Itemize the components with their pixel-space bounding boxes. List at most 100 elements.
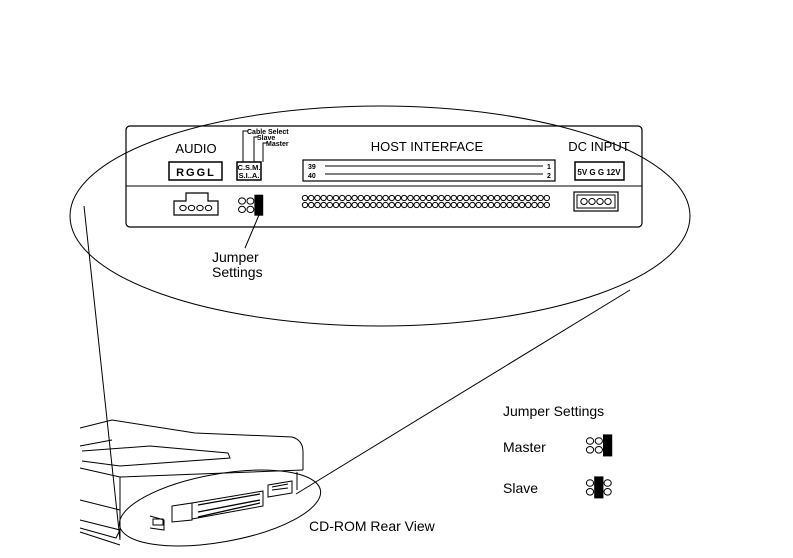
dc-pin-label-box: [574, 161, 625, 181]
dc-input-title: DC INPUT: [568, 139, 629, 154]
jumper-pointer-label-2: Settings: [212, 264, 263, 280]
leader-cable-select: [242, 130, 248, 162]
jumper-cap: [594, 476, 604, 499]
host-pin-hole: [314, 194, 321, 202]
audio-pin-hole: [179, 204, 187, 212]
jumper-block: C.S.M. S.I..A. Cable Select Slave Master…: [212, 129, 289, 280]
host-pin-hole: [363, 201, 371, 209]
host-pin-hole: [357, 201, 364, 209]
audio-pin-hole: [187, 204, 196, 212]
host-interface-pins: [301, 194, 550, 209]
dc-pin-hole: [604, 198, 612, 205]
dc-pin-hole: [580, 198, 588, 205]
jumper-pin: [585, 446, 595, 454]
host-pin-hole: [500, 194, 507, 202]
host-pin-hole: [506, 194, 513, 202]
audio-title: AUDIO: [175, 141, 216, 156]
host-pin-hole: [506, 201, 513, 209]
jumper-pin: [603, 479, 612, 487]
audio-section: AUDIO RGGL: [168, 141, 223, 216]
legend-title: Jumper Settings: [503, 403, 604, 419]
host-pin-hole: [301, 194, 309, 202]
callout-jumper-pins: [238, 194, 264, 216]
host-pin-hole: [512, 201, 519, 209]
host-pin-hole: [308, 194, 315, 202]
leader-label-cable-select: Cable Select: [247, 129, 289, 136]
host-pin-hole: [419, 194, 426, 202]
dc-connector-outer: [573, 191, 619, 212]
jumper-pin: [238, 197, 246, 205]
audio-connector-pins: [179, 204, 213, 212]
jumper-pin: [238, 205, 246, 214]
host-pin-hole: [345, 201, 352, 209]
jumper-pin: [246, 205, 255, 214]
host-pin-hole: [444, 201, 451, 209]
host-pin-hole: [432, 201, 439, 209]
host-pin-hole: [444, 194, 451, 202]
legend-label-slave: Slave: [503, 480, 538, 496]
host-pin-hole: [419, 201, 426, 209]
host-pin-hole: [376, 194, 383, 202]
jumper-bottom-row: S.I..A.: [239, 171, 260, 180]
host-pin-hole: [382, 201, 389, 209]
leader-label-slave: Slave: [257, 135, 275, 142]
host-pin-1: 1: [547, 164, 551, 171]
host-pin-hole: [543, 201, 550, 209]
jumper-label-box: [236, 161, 262, 181]
dc-pins: 5V G G 12V: [577, 168, 621, 177]
host-pin-39: 39: [308, 164, 316, 171]
host-pin-hole: [518, 201, 526, 209]
audio-pin-hole: [196, 204, 204, 212]
host-pin-hole: [382, 194, 389, 202]
host-pin-hole: [543, 194, 550, 202]
host-pin-hole: [469, 194, 476, 202]
host-pin-hole: [525, 194, 532, 202]
jumper-cap: [602, 434, 613, 457]
host-pin-hole: [401, 201, 408, 209]
host-pin-hole: [475, 201, 482, 209]
host-pin-hole: [413, 194, 420, 202]
host-pin-hole: [407, 194, 414, 202]
host-pin-hole: [401, 194, 408, 202]
jumper-pin: [594, 437, 603, 445]
audio-pin-label-box: [168, 161, 223, 181]
host-pin-hole: [301, 201, 309, 209]
projection-line-left: [83, 205, 121, 541]
jumper-pin: [585, 488, 595, 496]
host-pin-hole: [481, 194, 488, 202]
host-pin-hole: [351, 201, 358, 209]
jumper-pin: [585, 437, 595, 445]
host-pin-hole: [332, 201, 340, 209]
host-pin-hole: [500, 201, 507, 209]
host-pin-hole: [456, 201, 464, 209]
legend-label-master: Master: [503, 439, 546, 455]
host-pin-hole: [351, 194, 358, 202]
host-pin-2: 2: [547, 173, 551, 180]
host-pin-hole: [512, 194, 519, 202]
host-pin-hole: [531, 194, 538, 202]
host-pin-hole: [370, 201, 377, 209]
host-pin-hole: [413, 201, 420, 209]
jumper-top-row: C.S.M.: [238, 163, 261, 172]
magnifier-ellipse: [69, 105, 691, 327]
host-pin-label-box: [302, 159, 556, 182]
host-pin-hole: [463, 194, 470, 202]
host-pin-hole: [339, 201, 346, 209]
leader-label-master: Master: [266, 141, 289, 148]
host-pin-hole: [332, 194, 340, 202]
host-pin-hole: [345, 194, 352, 202]
host-pin-hole: [438, 194, 445, 202]
dc-pin-hole: [596, 198, 604, 205]
jumper-pin: [603, 488, 612, 496]
host-pin-40: 40: [308, 173, 316, 180]
host-pin-hole: [525, 201, 532, 209]
host-interface-title: HOST INTERFACE: [371, 139, 484, 154]
host-interface-section: HOST INTERFACE 39 40 1 2: [301, 139, 556, 209]
host-pin-hole: [487, 201, 495, 209]
jumper-pin: [585, 479, 595, 487]
host-pin-hole: [450, 201, 457, 209]
jumper-cap: [254, 194, 264, 216]
host-pin-hole: [320, 201, 327, 209]
